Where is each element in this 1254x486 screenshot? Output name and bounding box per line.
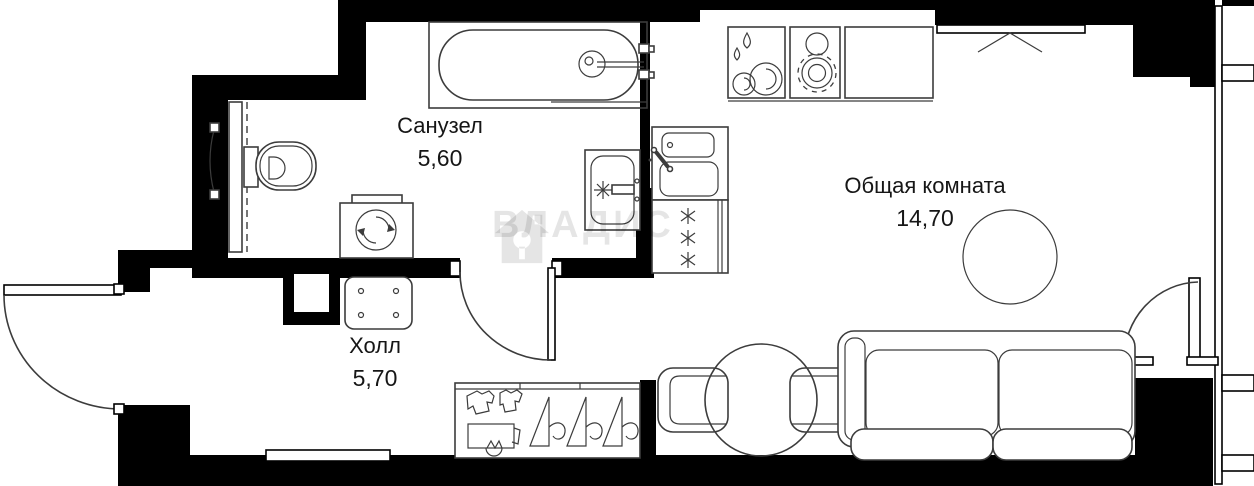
- room-label-bathroom: Санузел 5,60: [340, 113, 540, 171]
- sofa: [837, 330, 1136, 461]
- room-area: 5,60: [417, 145, 463, 171]
- stove: [789, 26, 841, 99]
- rug: [962, 209, 1058, 305]
- doormat: [265, 449, 391, 462]
- room-name: Холл: [349, 333, 401, 358]
- box-icon: [467, 423, 515, 449]
- pouf: [344, 276, 413, 330]
- washing-machine: [339, 194, 414, 259]
- window: [936, 24, 1086, 53]
- room-name: Санузел: [397, 113, 483, 138]
- dining-table: [704, 343, 818, 457]
- bathtub: [428, 21, 655, 109]
- kitchen-counter: [728, 26, 934, 102]
- room-name: Общая комната: [844, 173, 1006, 198]
- room-label-hall: Холл 5,70: [275, 333, 475, 391]
- room-label-living: Общая комната 14,70: [770, 173, 1080, 231]
- dishwasher-unit: [727, 26, 786, 99]
- balcony-door: [1121, 277, 1219, 366]
- entrance-door: [3, 283, 125, 415]
- toilet: [243, 141, 317, 191]
- bathroom-door: [449, 260, 563, 361]
- chair-left: [657, 367, 729, 433]
- kitchen-sink: [648, 126, 729, 201]
- ventilation-shaft: [283, 262, 340, 325]
- clothes-icon: [466, 390, 495, 415]
- bath-sink: [584, 149, 641, 231]
- hanger-icons: [529, 396, 639, 447]
- room-area: 5,70: [352, 365, 398, 391]
- fridge: [651, 199, 729, 274]
- room-area: 14,70: [896, 205, 954, 231]
- balcony-glazing: [1214, 5, 1254, 485]
- wardrobe: [454, 382, 641, 459]
